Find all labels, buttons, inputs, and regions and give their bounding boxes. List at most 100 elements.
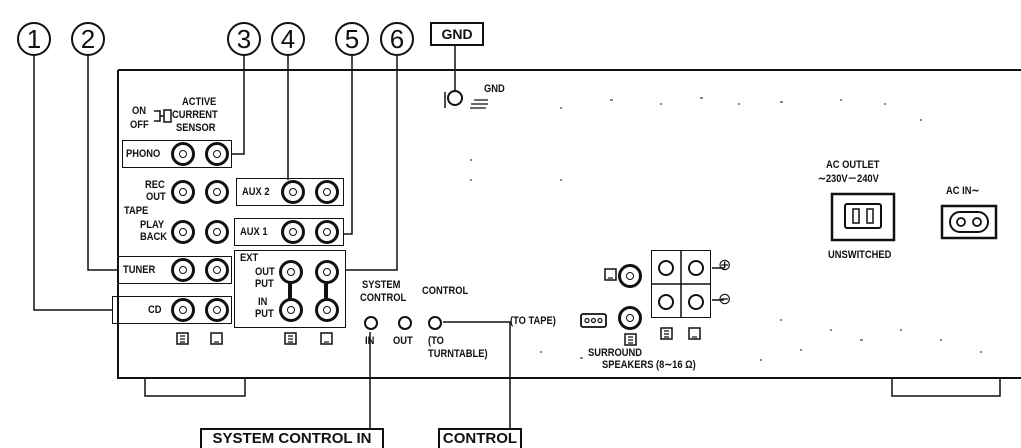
rec-out-label-1: REC xyxy=(145,179,165,191)
rec-out-jack-right[interactable] xyxy=(171,180,195,204)
speaker-terminal-r-minus[interactable] xyxy=(658,294,674,310)
ac-outlet-label-1: AC OUTLET xyxy=(826,159,880,171)
chassis-foot-left xyxy=(144,378,246,397)
ext-input-label-1: IN xyxy=(258,296,268,308)
aux2-group xyxy=(236,178,344,206)
cd-group xyxy=(112,296,232,324)
system-control-label-1: SYSTEM xyxy=(362,279,401,291)
ac-outlet-socket-icon[interactable] xyxy=(830,192,896,242)
aux1-jack-left[interactable] xyxy=(315,220,339,244)
ext-output-label-1: OUT xyxy=(255,266,275,278)
ac-inlet-icon[interactable] xyxy=(940,204,998,240)
leader-line-control xyxy=(443,321,511,430)
sensor-label-line1: ACTIVE xyxy=(182,96,217,108)
callout-number-4: 4 xyxy=(271,22,305,56)
speaker-r-icon xyxy=(660,327,673,340)
leader-line-3 xyxy=(232,56,245,155)
aux1-label: AUX 1 xyxy=(240,226,268,238)
tape-label: TAPE xyxy=(124,205,149,217)
ext-input-jack-right[interactable] xyxy=(279,298,303,322)
play-back-jack-right[interactable] xyxy=(171,220,195,244)
speaker-terminal-grid xyxy=(651,250,711,318)
play-back-label-1: PLAY xyxy=(140,219,165,231)
phono-jack-right[interactable] xyxy=(171,142,195,166)
speaker-plus-symbol: ⊕ xyxy=(718,257,732,274)
channel-r-icon xyxy=(176,332,189,345)
ext-channel-l-icon xyxy=(320,332,333,345)
aux2-jack-left[interactable] xyxy=(315,180,339,204)
phono-jack-left[interactable] xyxy=(205,142,229,166)
surround-r-icon xyxy=(624,333,637,346)
cd-jack-right[interactable] xyxy=(171,298,195,322)
phono-label: PHONO xyxy=(126,148,161,160)
tuner-jack-left[interactable] xyxy=(205,258,229,282)
system-control-out-jack[interactable] xyxy=(398,316,412,330)
ext-input-jack-left[interactable] xyxy=(315,298,339,322)
leader-line-2 xyxy=(87,56,118,271)
ext-output-label-2: PUT xyxy=(255,278,274,290)
gnd-terminal xyxy=(447,90,463,106)
callout-number-5: 5 xyxy=(335,22,369,56)
to-turntable-label-2: TURNTABLE) xyxy=(428,348,488,360)
gnd-symbol-icon xyxy=(470,99,488,109)
rec-out-jack-left[interactable] xyxy=(205,180,229,204)
sensor-label-line2: CURRENT xyxy=(172,109,218,121)
speaker-terminal-l-minus[interactable] xyxy=(688,294,704,310)
sensor-off-label: OFF xyxy=(130,119,149,131)
aux1-jack-right[interactable] xyxy=(281,220,305,244)
leader-line-1 xyxy=(33,56,112,311)
play-back-label-2: BACK xyxy=(140,231,168,243)
leader-line-5 xyxy=(344,56,353,235)
callout-control: CONTROL xyxy=(438,428,522,448)
callout-number-1: 1 xyxy=(17,22,51,56)
tape-connector-icon[interactable] xyxy=(580,313,608,329)
cd-jack-left[interactable] xyxy=(205,298,229,322)
leader-line-6 xyxy=(346,56,398,271)
ac-in-label: AC IN∼ xyxy=(946,185,980,197)
ext-input-label-2: PUT xyxy=(255,308,274,320)
unswitched-label: UNSWITCHED xyxy=(828,249,892,261)
sensor-label-line3: SENSOR xyxy=(176,122,216,134)
play-back-jack-left[interactable] xyxy=(205,220,229,244)
chassis-foot-right xyxy=(891,378,1001,397)
surround-l-icon xyxy=(604,268,617,281)
chassis-outline xyxy=(117,69,1021,379)
ext-label: EXT xyxy=(240,252,259,264)
ext-output-jack-left[interactable] xyxy=(315,260,339,284)
callout-number-3: 3 xyxy=(227,22,261,56)
ac-outlet-label-2: ∼230V－240V xyxy=(818,173,879,185)
ext-group xyxy=(234,250,346,328)
system-control-out-label: OUT xyxy=(393,335,413,347)
to-tape-label: (TO TAPE) xyxy=(510,315,556,327)
callout-number-2: 2 xyxy=(71,22,105,56)
cd-label: CD xyxy=(148,304,162,316)
gnd-label: GND xyxy=(484,83,505,95)
surround-label: SURROUND xyxy=(588,347,643,359)
phono-group xyxy=(122,140,232,168)
callout-number-6: 6 xyxy=(380,22,414,56)
system-control-in-jack[interactable] xyxy=(364,316,378,330)
tuner-group xyxy=(118,256,232,284)
speaker-l-icon xyxy=(688,327,701,340)
speakers-label: SPEAKERS (8∼16 Ω) xyxy=(602,359,696,371)
speaker-minus-symbol: ⊖ xyxy=(718,291,732,308)
rec-out-label-2: OUT xyxy=(146,191,166,203)
panel-dots-icon xyxy=(470,97,982,361)
callout-gnd: GND xyxy=(430,22,484,46)
speaker-terminal-l-plus[interactable] xyxy=(688,260,704,276)
sensor-switch-icon[interactable] xyxy=(152,106,172,126)
sensor-on-label: ON xyxy=(132,105,147,117)
tuner-jack-right[interactable] xyxy=(171,258,195,282)
surround-jack-left[interactable] xyxy=(618,264,642,288)
control-jack[interactable] xyxy=(428,316,442,330)
callout-system-control-in: SYSTEM CONTROL IN xyxy=(200,428,384,448)
tuner-label: TUNER xyxy=(123,264,156,276)
to-turntable-label-1: (TO xyxy=(428,335,444,347)
ext-output-jack-right[interactable] xyxy=(279,260,303,284)
aux2-jack-right[interactable] xyxy=(281,180,305,204)
speaker-terminal-r-plus[interactable] xyxy=(658,260,674,276)
system-control-in-label: IN xyxy=(365,335,375,347)
surround-jack-right[interactable] xyxy=(618,306,642,330)
